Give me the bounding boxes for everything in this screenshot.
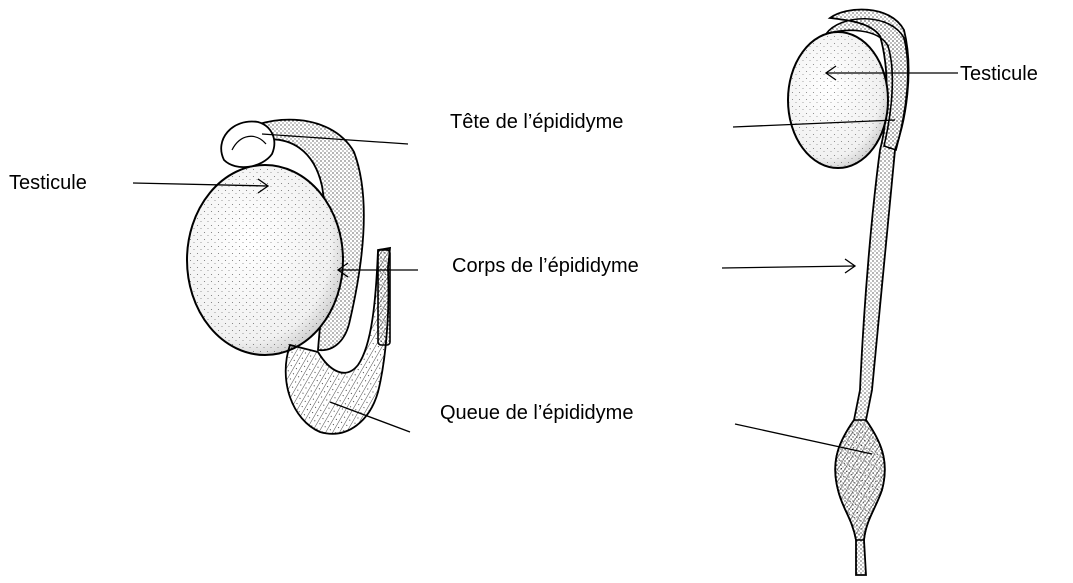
right-epididymis-tail <box>835 420 885 540</box>
label-tete-epididyme: Tête de l’épididyme <box>450 110 623 134</box>
left-epididymis-head <box>221 122 274 168</box>
left-testicule-texture <box>188 166 342 354</box>
left-vas-deferens <box>378 250 390 345</box>
leader-corps-right <box>722 266 855 268</box>
right-illustration <box>788 9 909 575</box>
right-testicule-texture <box>789 33 887 167</box>
label-corps-epididyme: Corps de l’épididyme <box>452 254 639 278</box>
label-testicule-right: Testicule <box>960 62 1038 86</box>
label-queue-epididyme: Queue de l’épididyme <box>440 401 633 425</box>
label-testicule-left: Testicule <box>9 171 87 195</box>
left-illustration <box>187 120 390 434</box>
